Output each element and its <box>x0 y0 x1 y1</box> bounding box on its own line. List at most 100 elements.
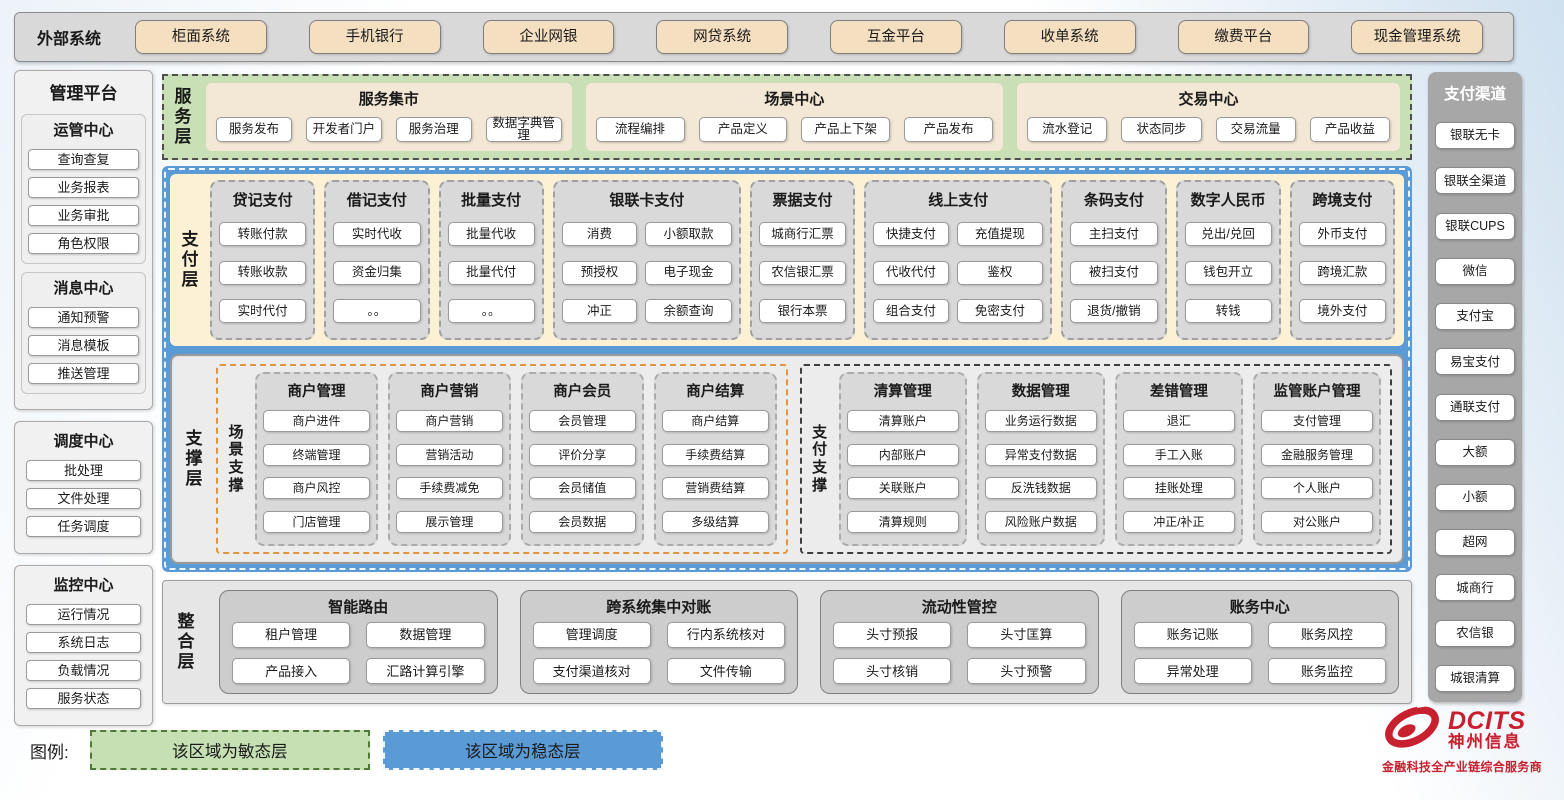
payment-column: 条码支付主扫支付被扫支付退货/撤销 <box>1061 180 1167 340</box>
mgmt-group-title: 运管中心 <box>53 122 114 139</box>
payment-item-button: 电子现金 <box>645 260 732 285</box>
support-column-items: 退汇手工入账挂账处理冲正/补正 <box>1122 405 1235 538</box>
support-item-button: 金融服务管理 <box>1260 443 1373 466</box>
service-item-button: 产品上下架 <box>801 116 891 142</box>
integration-group-title: 账务中心 <box>1229 599 1290 616</box>
support-item-button: 对公账户 <box>1260 510 1373 533</box>
payment-item-button: 境外支付 <box>1298 298 1387 323</box>
support-column: 商户管理商户进件终端管理商户风控门店管理 <box>255 372 378 546</box>
channel-button: 农信银 <box>1435 619 1515 647</box>
support-column-title: 差错管理 <box>1149 384 1208 400</box>
service-item-button: 流水登记 <box>1027 116 1108 142</box>
logo-brand: DCITS <box>1448 706 1526 735</box>
integration-item-button: 汇路计算引擎 <box>366 658 485 685</box>
mgmt-group: 调度中心批处理文件处理任务调度 <box>20 426 147 546</box>
payment-layer: 支付层 贷记支付转账付款转账收款实时代付借记支付实时代收资金归集。。批量支付批量… <box>170 174 1404 346</box>
support-item-button: 手续费减免 <box>395 477 503 500</box>
support-item-button: 商户营销 <box>395 410 503 433</box>
payment-column-title: 线上支付 <box>928 192 989 209</box>
service-item-button: 产品发布 <box>904 116 994 142</box>
dcits-logo: DCITS 神州信息 金融科技全产业链综合服务商 <box>1382 699 1560 775</box>
support-item-button: 门店管理 <box>263 510 370 533</box>
legend: 图例: 该区域为敏态层该区域为稳态层 <box>30 730 663 770</box>
payment-channels-title: 支付渠道 <box>1443 86 1506 103</box>
payment-item-button: 批量代收 <box>447 222 535 247</box>
support-item-button: 营销费结算 <box>661 477 769 500</box>
external-systems-bar: 外部系统 柜面系统手机银行企业网银网贷系统互金平台收单系统缴费平台现金管理系统 <box>14 12 1514 62</box>
mgmt-group-title: 调度中心 <box>53 433 114 450</box>
service-group-title: 场景中心 <box>764 91 825 108</box>
support-group-pay: 支付支撑清算管理清算账户内部账户关联账户清算规则数据管理业务运行数据异常支付数据… <box>799 364 1392 554</box>
payment-item-button: 鉴权 <box>956 260 1044 285</box>
integration-item-button: 文件传输 <box>666 658 785 685</box>
payment-item-button: 被扫支付 <box>1070 260 1158 285</box>
integration-item-button: 头寸预报 <box>833 621 952 648</box>
support-item-button: 会员数据 <box>528 510 636 533</box>
support-group-label: 支付支撑 <box>812 423 828 494</box>
ext-system-button: 互金平台 <box>830 20 962 54</box>
service-item-button: 流程编排 <box>595 116 685 142</box>
channel-button: 支付宝 <box>1435 303 1515 331</box>
payment-item-button: 兑出/兑回 <box>1184 222 1272 247</box>
support-group-label: 场景支撑 <box>228 423 244 494</box>
payment-item-button: 冲正 <box>561 299 638 324</box>
service-item-button: 产品收益 <box>1309 116 1391 142</box>
ext-system-button: 柜面系统 <box>135 20 267 54</box>
channel-button: 通联支付 <box>1435 393 1515 421</box>
mgmt-group-title: 消息中心 <box>53 280 114 297</box>
payment-column-title: 银联卡支付 <box>609 192 685 209</box>
integration-item-button: 数据管理 <box>366 621 485 648</box>
channel-button: 微信 <box>1435 257 1515 285</box>
stable-region: 支付层 贷记支付转账付款转账收款实时代付借记支付实时代收资金归集。。批量支付批量… <box>162 166 1412 572</box>
mgmt-group: 消息中心通知预警消息模板推送管理 <box>21 272 146 394</box>
payment-item-button: 银行本票 <box>758 298 847 323</box>
channel-button: 银联无卡 <box>1435 122 1515 150</box>
integration-group-items: 管理调度行内系统核对支付渠道核对文件传输 <box>532 621 785 685</box>
support-item-button: 商户风控 <box>263 477 370 500</box>
support-item-button: 清算规则 <box>846 510 959 533</box>
integration-group-items: 租户管理数据管理产品接入汇路计算引擎 <box>232 621 485 685</box>
payment-column-items: 实时代收资金归集。。 <box>333 214 421 331</box>
integration-item-button: 支付渠道核对 <box>532 658 651 685</box>
legend-swatch: 该区域为敏态层 <box>89 730 370 770</box>
integration-group-items: 头寸预报头寸匡算头寸核销头寸预警 <box>833 621 1086 685</box>
support-item-button: 展示管理 <box>395 510 503 533</box>
support-item-button: 异常支付数据 <box>984 443 1097 466</box>
payment-item-button: 预授权 <box>561 260 638 285</box>
integration-item-button: 账务监控 <box>1267 658 1386 685</box>
channel-button: 超网 <box>1435 529 1515 557</box>
payment-column-title: 数字人民币 <box>1190 192 1266 209</box>
support-column: 商户营销商户营销营销活动手续费减免展示管理 <box>387 372 511 546</box>
service-layer-label: 服务层 <box>174 86 192 147</box>
channel-button: 大额 <box>1435 438 1515 466</box>
integration-group-title: 跨系统集中对账 <box>606 599 712 616</box>
support-item-button: 冲正/补正 <box>1122 510 1235 533</box>
support-layer-groups: 场景支撑商户管理商户进件终端管理商户风控门店管理商户营销商户营销营销活动手续费减… <box>216 364 1392 554</box>
mgmt-item-button: 负载情况 <box>26 660 141 681</box>
payment-column: 贷记支付转账付款转账收款实时代付 <box>210 180 316 340</box>
payment-item-button: 农信银汇票 <box>758 260 847 285</box>
support-column-title: 数据管理 <box>1011 384 1070 400</box>
payment-item-button: 跨境汇款 <box>1298 260 1387 285</box>
payment-item-button: 转账付款 <box>219 222 307 247</box>
support-item-button: 清算账户 <box>846 410 959 433</box>
payment-item-button: 小额取款 <box>645 221 732 246</box>
payment-item-button: 退货/撤销 <box>1070 298 1158 323</box>
support-item-button: 手工入账 <box>1122 443 1235 466</box>
payment-item-button: 资金归集 <box>333 260 421 285</box>
payment-column-items: 消费小额取款预授权电子现金冲正余额查询 <box>561 214 732 331</box>
service-group-buttons: 流程编排产品定义产品上下架产品发布 <box>595 113 994 145</box>
mgmt-group: 监控中心运行情况系统日志负载情况服务状态 <box>20 570 147 718</box>
support-column-items: 支付管理金融服务管理个人账户对公账户 <box>1260 405 1373 538</box>
mgmt-platform-title: 管理平台 <box>49 84 118 103</box>
service-item-button: 状态同步 <box>1121 116 1202 142</box>
channel-button: 易宝支付 <box>1435 348 1515 376</box>
support-column-items: 业务运行数据异常支付数据反洗钱数据风险账户数据 <box>984 405 1097 538</box>
legend-label: 图例: <box>30 742 69 762</box>
integration-group-title: 流动性管控 <box>921 599 997 616</box>
support-item-button: 反洗钱数据 <box>984 477 1097 500</box>
support-column-title: 商户会员 <box>553 384 612 400</box>
ext-system-button: 手机银行 <box>308 20 441 54</box>
